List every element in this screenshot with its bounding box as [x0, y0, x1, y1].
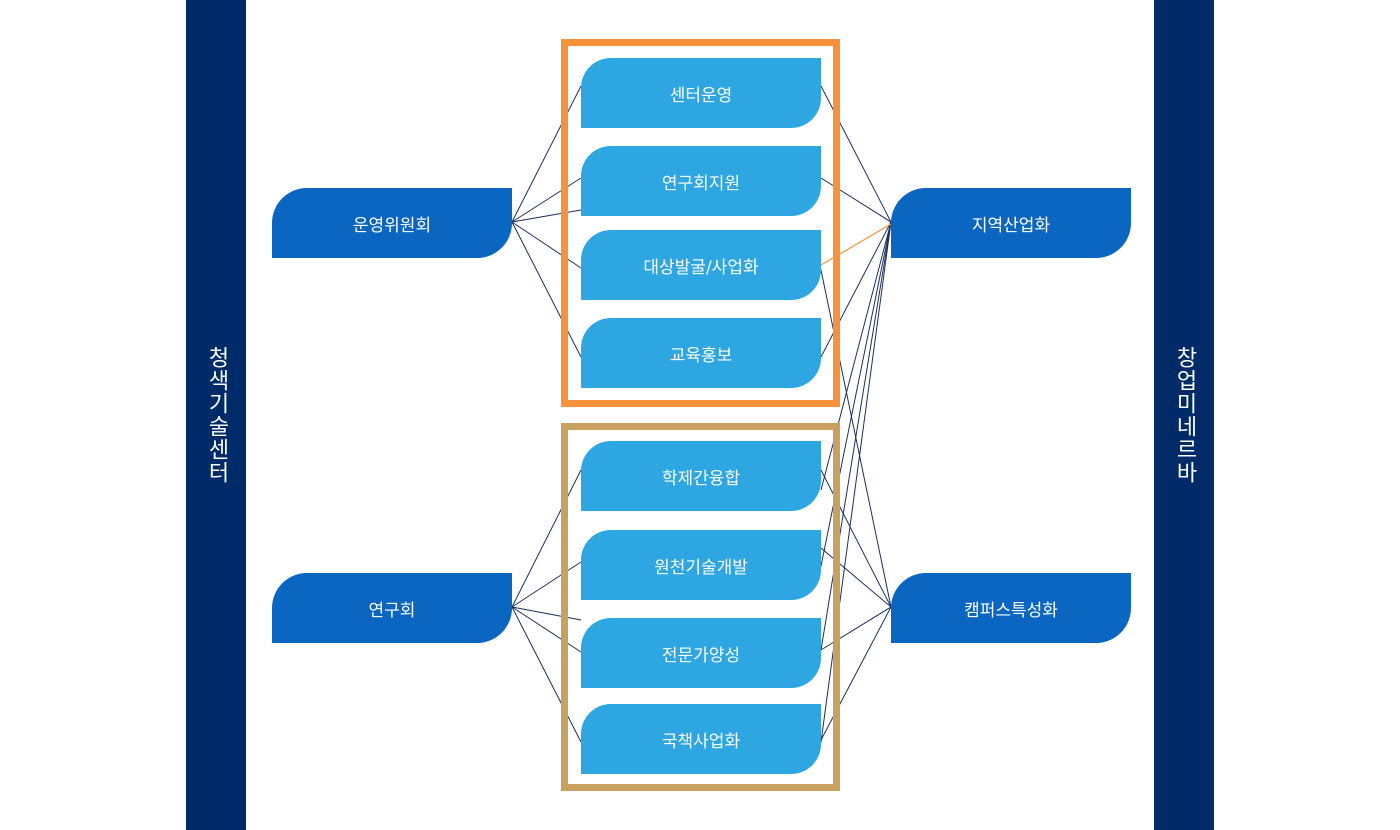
node-label: 교육홍보	[669, 345, 733, 366]
node-label: 운영위원회	[352, 215, 432, 236]
node-national-project: 국책사업화	[581, 704, 821, 774]
edge-left1-bot2	[511, 606, 582, 653]
edge-bot0-right0	[820, 221, 892, 491]
node-label: 학제간융합	[661, 468, 741, 489]
edge-left1-bot1	[511, 561, 582, 608]
node-label: 지역산업화	[971, 215, 1051, 236]
node-label: 국책사업화	[661, 731, 741, 752]
node-label: 센터운영	[669, 85, 733, 106]
edge-left1-bot2b	[511, 606, 582, 621]
node-discovery-commercialization: 대상발굴/사업화	[581, 230, 821, 300]
bottom-group-frame	[561, 423, 840, 791]
edge-left0-top2	[511, 221, 582, 269]
node-interdisciplinary: 학제간융합	[581, 441, 821, 511]
right-side-bar: 창업미네르바	[1154, 0, 1214, 830]
node-education-promotion: 교육홍보	[581, 318, 821, 388]
node-label: 대상발굴/사업화	[643, 257, 759, 278]
edge-left1-bot0	[511, 469, 582, 608]
edge-bot2-right0	[820, 221, 892, 651]
edge-bot2-right1	[820, 606, 892, 651]
edge-bot1-right1	[820, 547, 892, 608]
node-label: 연구회	[368, 600, 416, 621]
edge-bot1-right0	[820, 221, 892, 567]
edge-top3-right0	[820, 221, 892, 358]
edge-bot0-right1	[820, 469, 892, 608]
edge-bot3-right1	[820, 606, 892, 741]
node-label: 원천기술개발	[654, 557, 748, 578]
node-research-society: 연구회	[272, 573, 512, 643]
node-expert-training: 전문가양성	[581, 618, 821, 688]
node-center-operation: 센터운영	[581, 58, 821, 128]
node-label: 전문가양성	[661, 645, 741, 666]
edge-left1-bot3	[511, 606, 582, 743]
node-campus-specialization: 캠퍼스특성화	[891, 573, 1131, 643]
node-research-support: 연구회지원	[581, 146, 821, 216]
edge-left0-top1b	[511, 209, 582, 223]
edge-left0-top3	[511, 221, 582, 358]
edge-left0-top0	[511, 85, 582, 223]
edge-top2-right0-highlight	[820, 223, 892, 266]
edge-top0-right0	[820, 85, 892, 223]
left-side-bar-label: 청색기술센터	[204, 346, 229, 484]
top-group-frame	[561, 39, 840, 407]
edge-bot3-right0	[820, 221, 892, 743]
node-operating-committee: 운영위원회	[272, 188, 512, 258]
edge-top1-right0	[820, 177, 892, 223]
right-side-bar-label: 창업미네르바	[1172, 346, 1197, 484]
node-label: 연구회지원	[661, 173, 741, 194]
edge-left0-top1	[511, 177, 582, 223]
node-label: 캠퍼스특성화	[964, 600, 1058, 621]
left-side-bar: 청색기술센터	[186, 0, 246, 830]
node-regional-industrialization: 지역산업화	[891, 188, 1131, 258]
node-core-technology: 원천기술개발	[581, 530, 821, 600]
